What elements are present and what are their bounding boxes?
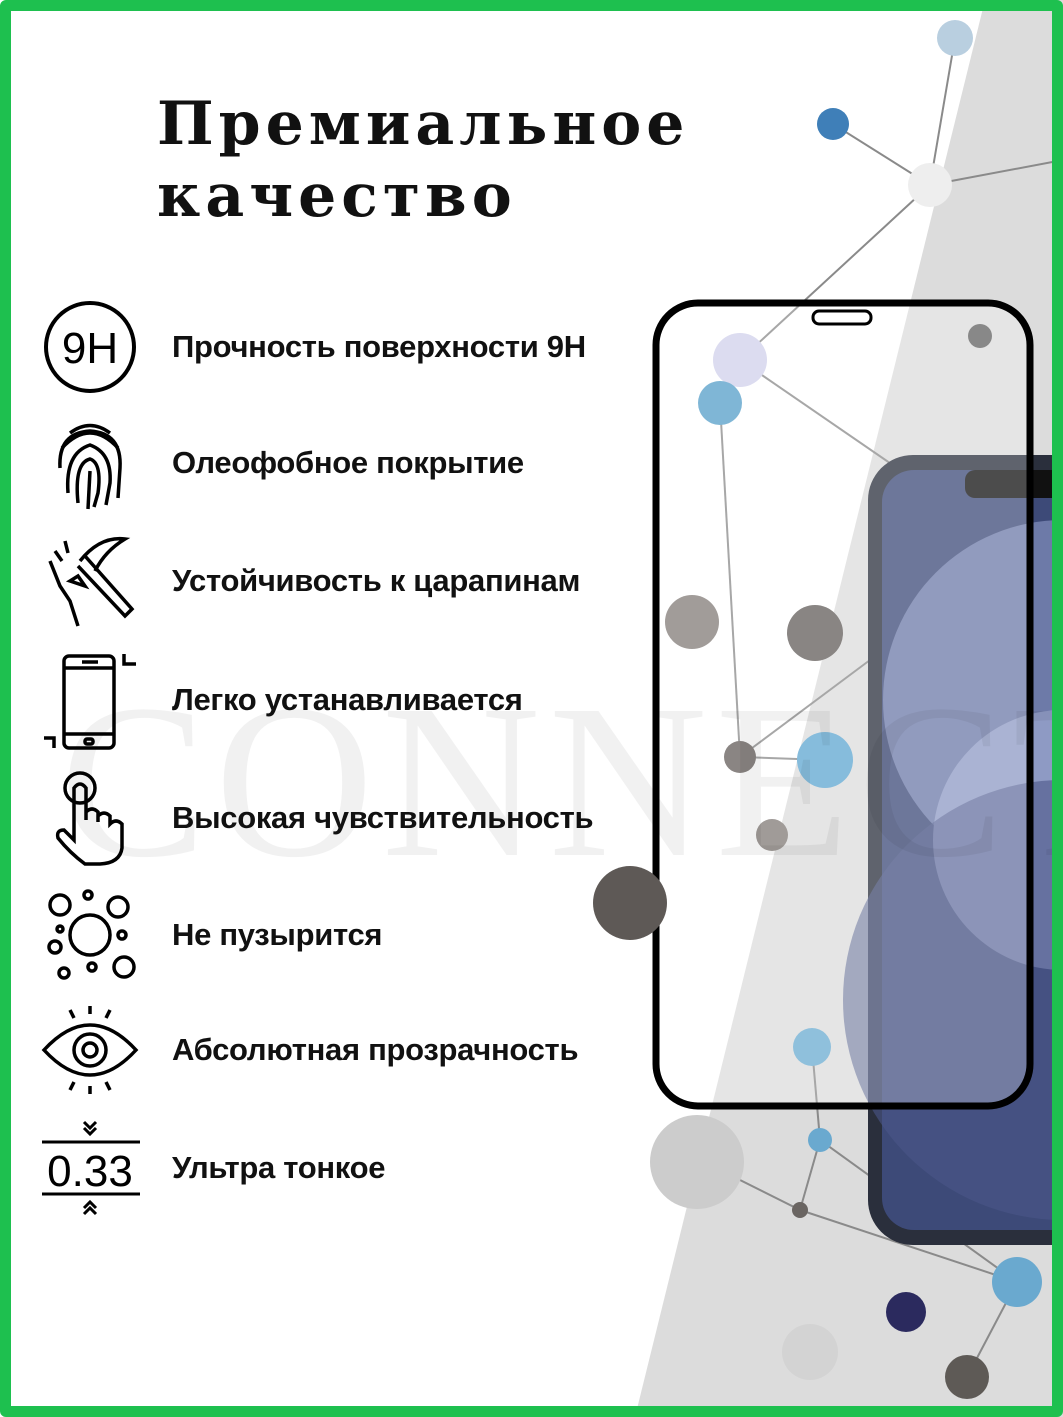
bubbles-icon — [47, 889, 136, 980]
feature-label: Устойчивость к царапинам — [172, 563, 581, 598]
network-dots — [593, 20, 1042, 1399]
feature-label: Прочность поверхности 9H — [172, 329, 586, 364]
svg-text:0.33: 0.33 — [47, 1147, 133, 1196]
pickaxe-scratch-icon — [48, 536, 135, 627]
feature-hardness: 9H Прочность поверхности 9H — [40, 297, 660, 397]
page-title: Премиальное качество — [157, 88, 689, 232]
feature-label: Легко устанавливается — [172, 682, 523, 717]
title-line-1: Премиальное — [157, 89, 690, 159]
title-line-2: качество — [157, 161, 517, 231]
watermark: CONNECT — [60, 659, 1063, 903]
phone-install-icon — [44, 654, 136, 750]
eye-icon — [41, 1006, 139, 1094]
feature-label: Олеофобное покрытие — [172, 445, 524, 480]
feature-label: Не пузырится — [172, 917, 383, 952]
touch-hand-icon — [55, 771, 124, 866]
fingerprint-icon — [58, 423, 122, 510]
9h-hardness-icon: 9H — [44, 301, 136, 393]
glass-protector-outline — [652, 299, 1034, 1110]
feature-install: Легко устанавливается — [40, 650, 660, 750]
feature-oleophobic: Олеофобное покрытие — [40, 413, 660, 513]
feature-thin: 0.33 Ультра тонкое — [40, 1118, 660, 1218]
thickness-icon: 0.33 — [42, 1120, 140, 1216]
feature-label: Абсолютная прозрачность — [172, 1032, 579, 1067]
feature-label: Ультра тонкое — [172, 1150, 386, 1185]
svg-text:9H: 9H — [62, 324, 118, 373]
protector-speaker-cutout — [811, 309, 873, 326]
feature-label: Высокая чувствительность — [172, 800, 594, 835]
feature-sensitivity: Высокая чувствительность — [40, 768, 660, 868]
feature-scratch: Устойчивость к царапинам — [40, 531, 660, 631]
feature-transparency: Абсолютная прозрачность — [40, 1000, 660, 1100]
feature-no-bubbles: Не пузырится — [40, 885, 660, 985]
